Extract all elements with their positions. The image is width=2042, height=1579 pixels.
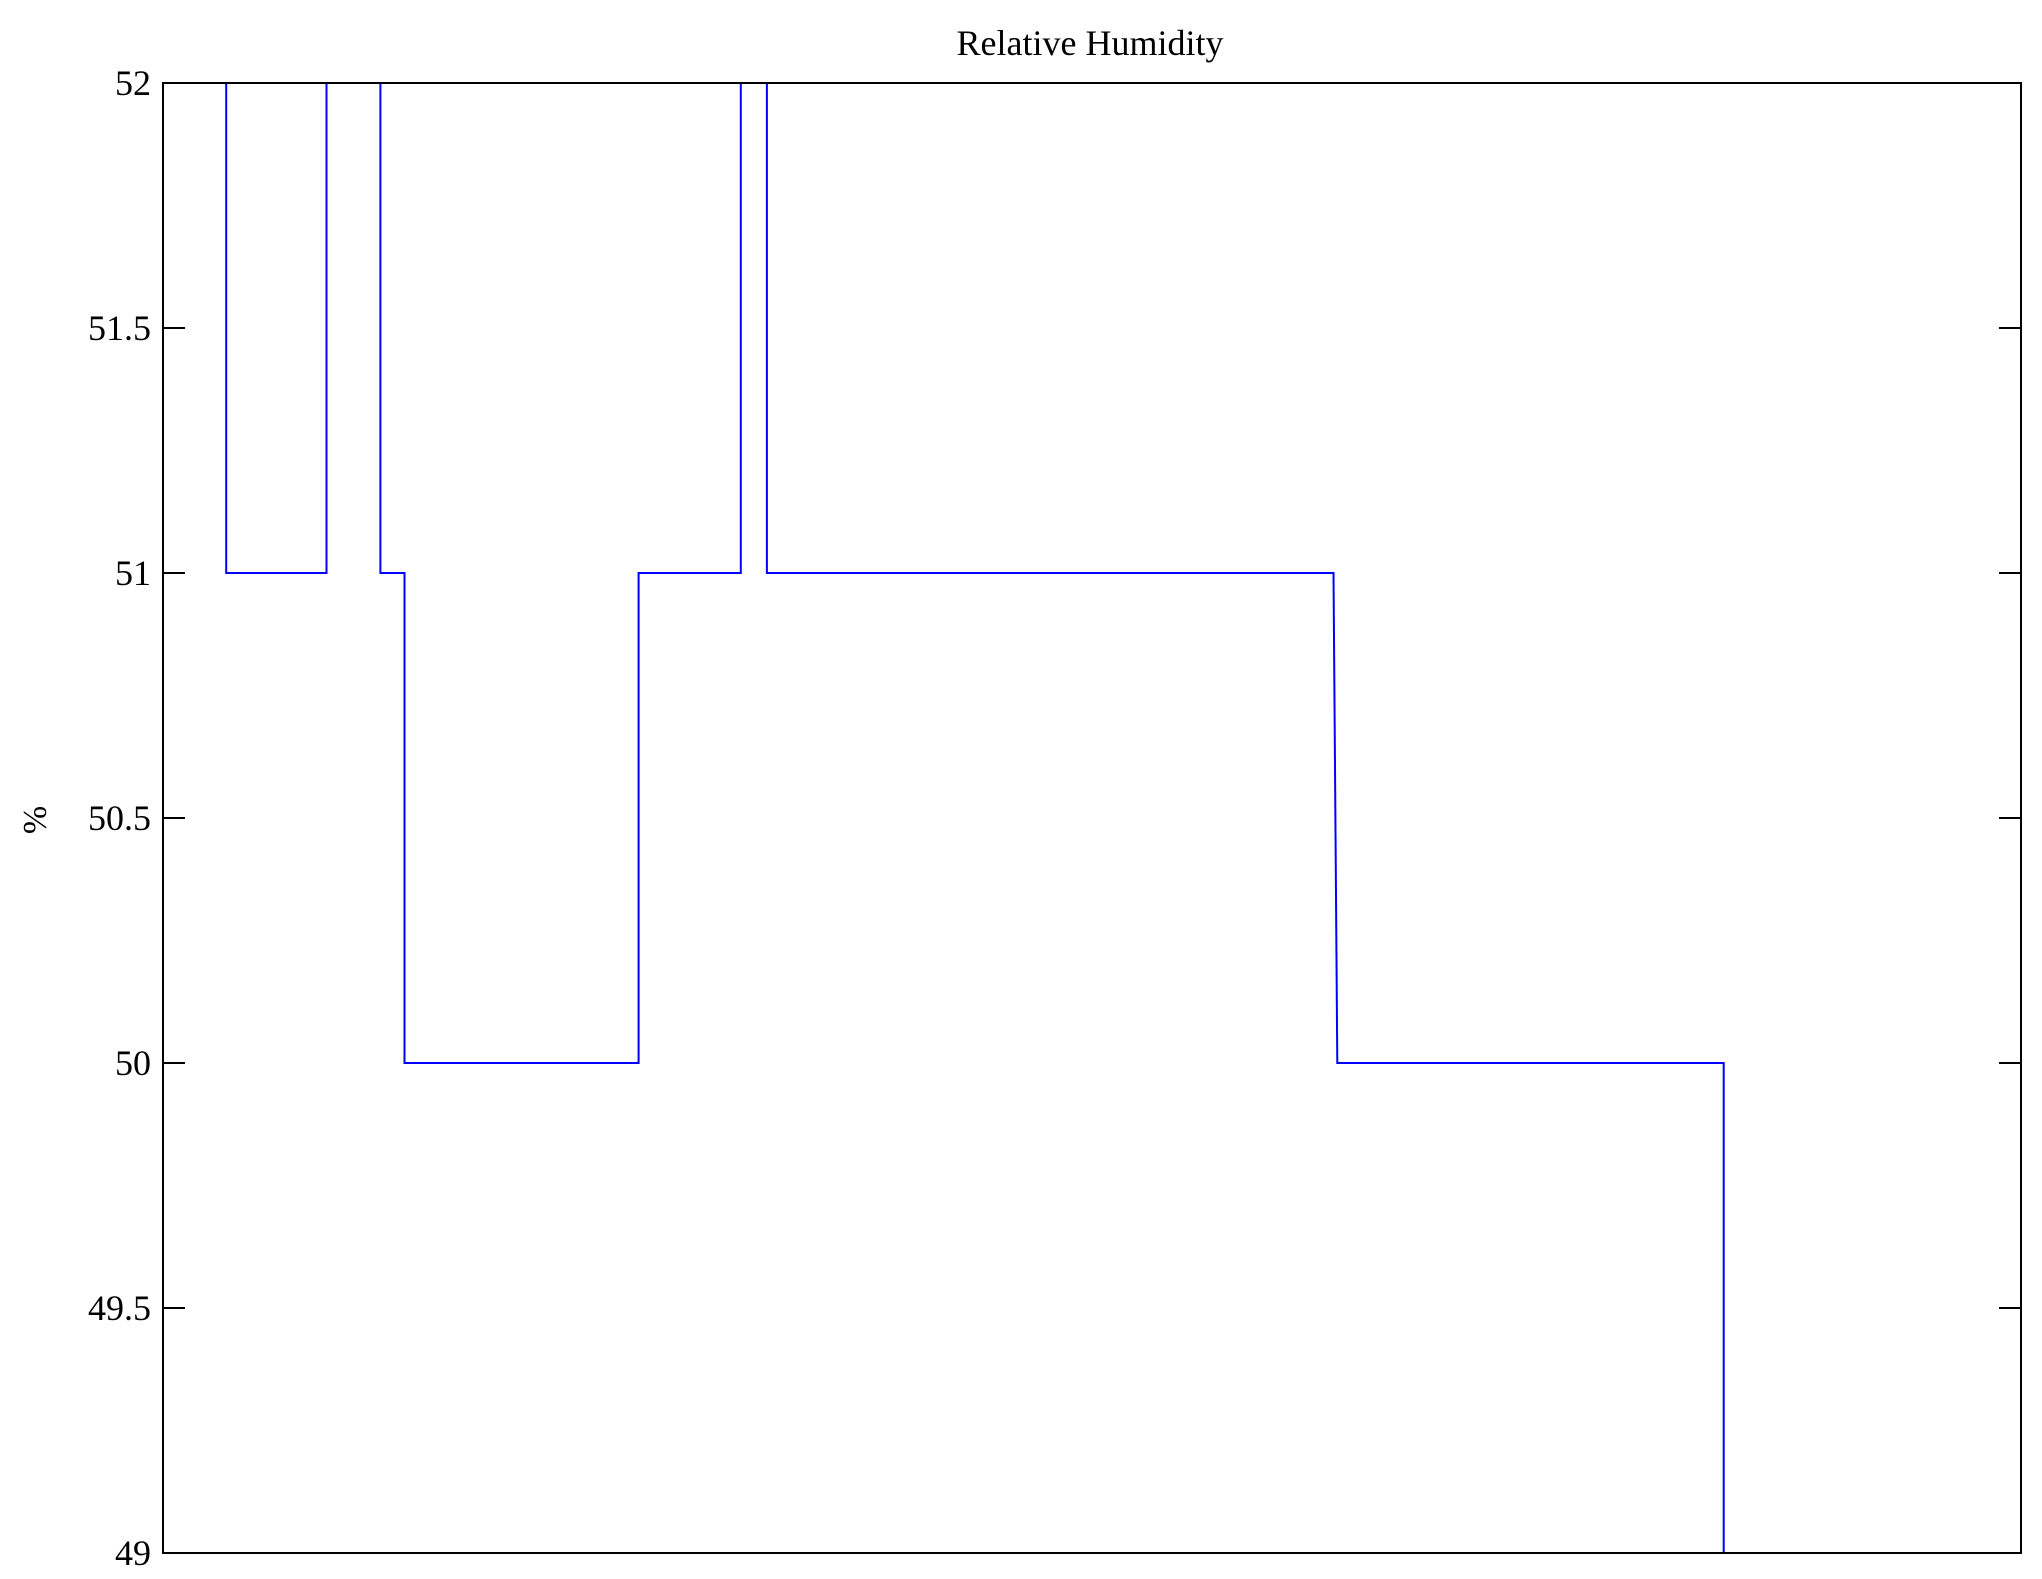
plot-frame (162, 82, 2022, 1554)
y-tick-label: 50 (115, 1043, 151, 1083)
y-tick-label: 51 (115, 553, 151, 593)
y-tick-label: 52 (115, 63, 151, 103)
y-tick-label: 49.5 (88, 1288, 151, 1328)
chart-title: Relative Humidity (957, 23, 1224, 63)
y-tick-label: 49 (115, 1533, 151, 1573)
y-axis-label: % (17, 806, 54, 834)
series-line-relative-humidity (225, 82, 1772, 1554)
y-tick-label: 50.5 (88, 798, 151, 838)
y-tick-label: 51.5 (88, 308, 151, 348)
